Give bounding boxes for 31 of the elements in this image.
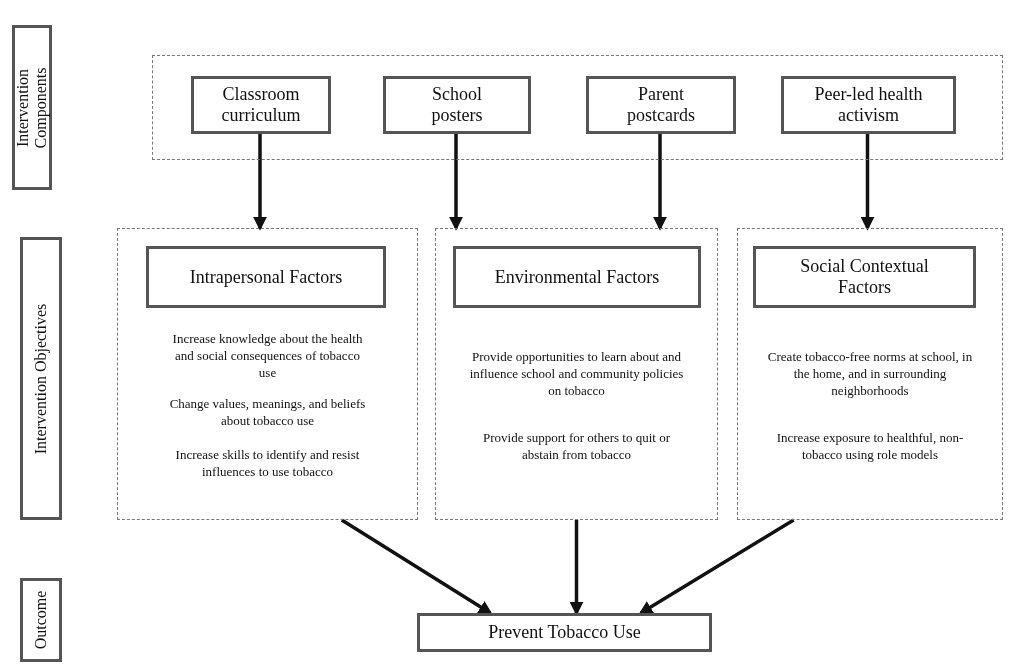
process-box: Parent postcards [586, 76, 736, 134]
arrow [638, 518, 795, 615]
objective-text: Increase exposure to healthful, non-tobacco using role models [775, 429, 965, 464]
dashed-group-box [435, 228, 718, 520]
process-box: School posters [383, 76, 531, 134]
arrow [860, 133, 875, 231]
section-label: Intervention Objectives [32, 302, 50, 456]
dashed-group-box [117, 228, 418, 520]
objective-text: Increase knowledge about the health and social consequences of tobacco use [171, 331, 364, 382]
label-frame [12, 25, 52, 190]
objective-text: Provide support for others to quit or abstain from tobacco [481, 429, 671, 464]
process-box: Prevent Tobacco Use [417, 613, 712, 652]
arrow [340, 518, 493, 615]
objective-text: Provide opportunities to learn about and influence school and community policies on tobacco [469, 349, 684, 400]
arrow [653, 133, 667, 231]
objective-text: Create tobacco-free norms at school, in the home, and in surrounding neighborhoods [766, 349, 974, 400]
process-box: Classroom curriculum [191, 76, 331, 134]
section-label: Intervention Components [14, 66, 50, 150]
process-box: Environmental Factors [453, 246, 701, 308]
process-box: Peer-led health activism [781, 76, 956, 134]
process-box: Social Contextual Factors [753, 246, 976, 308]
arrow [449, 133, 463, 231]
label-frame [20, 237, 62, 520]
arrow [253, 133, 267, 231]
process-box: Intrapersonal Factors [146, 246, 386, 308]
label-frame [20, 578, 62, 662]
objective-text: Change values, meanings, and beliefs about tobacco use [168, 395, 367, 430]
dashed-group-box [152, 55, 1003, 160]
dashed-group-box [737, 228, 1003, 520]
objective-text: Increase skills to identify and resist influences to use tobacco [174, 447, 361, 482]
section-label: Outcome [32, 589, 50, 652]
